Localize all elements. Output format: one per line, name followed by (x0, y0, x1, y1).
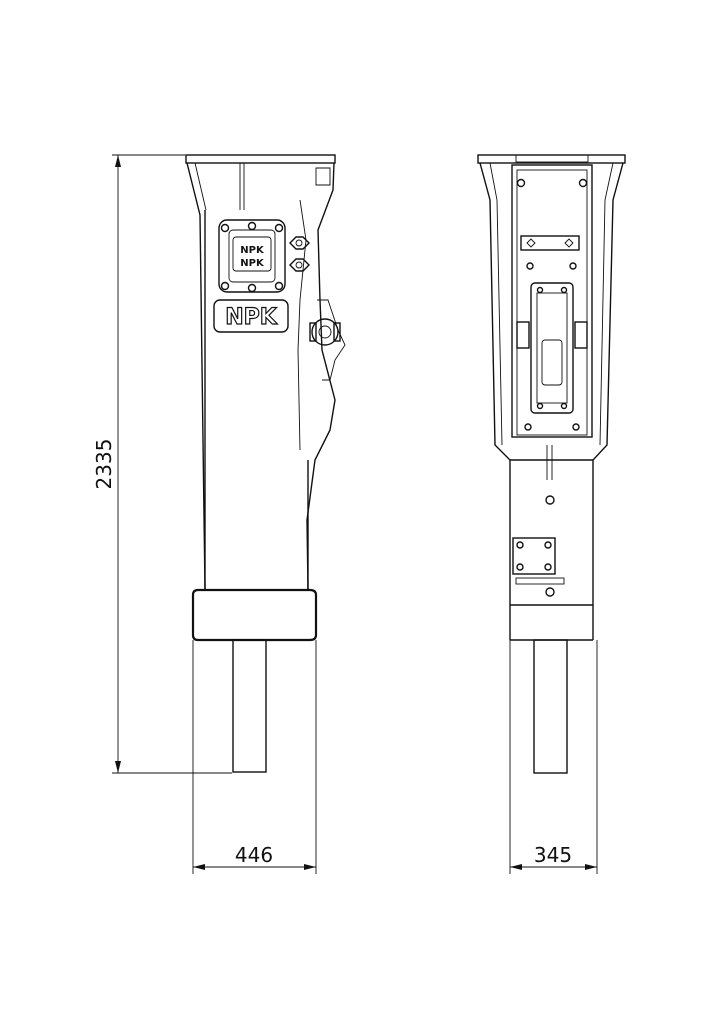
front-pin-icon (545, 587, 555, 597)
arrow-left-icon (193, 864, 205, 870)
bolt-icon (544, 541, 552, 549)
side-top-plate (185, 154, 336, 164)
side-port-lug (333, 322, 341, 342)
side-valve-plate-inner (228, 229, 276, 283)
badge-line2: NPK (240, 258, 265, 269)
bolt-icon (274, 281, 284, 291)
hex-fitting-icon (289, 236, 310, 250)
side-port-center (318, 325, 332, 339)
diamond-icon (564, 238, 574, 248)
front-valve-inner (536, 292, 568, 404)
height-dimension-label: 2335 (92, 439, 116, 490)
front-bracket-inner (489, 162, 614, 446)
bolt-icon (524, 423, 532, 431)
dimension-height: 2335 (92, 154, 232, 774)
bolt-icon (569, 262, 577, 270)
front-inner-frame-inset (516, 169, 588, 436)
front-valve-lug-left (516, 321, 530, 349)
bolt-icon (220, 223, 230, 233)
bolt-icon (220, 281, 230, 291)
front-inner-frame (511, 164, 593, 438)
front-valve-lug-right (574, 321, 588, 349)
bolt-icon (544, 563, 552, 571)
front-slot-plate (520, 235, 580, 251)
front-top-slot (515, 154, 589, 163)
side-inner-contour (297, 199, 307, 451)
bolt-icon (536, 402, 544, 410)
bolt-icon (247, 283, 257, 293)
bolt-icon (536, 286, 544, 294)
side-logo-plate (213, 299, 289, 333)
side-badge-frame (232, 236, 272, 272)
dimension-side-width: 446 (192, 640, 317, 874)
front-width-dimension-label: 345 (534, 843, 572, 867)
front-label-strip (515, 577, 565, 585)
arrow-left-icon (510, 864, 522, 870)
front-view (477, 154, 626, 774)
arrow-up-icon (115, 155, 121, 167)
bolt-icon (578, 178, 588, 188)
badge-line1: NPK (240, 245, 265, 256)
hex-fitting-icon (289, 258, 310, 272)
arrow-right-icon (304, 864, 316, 870)
side-chisel (232, 639, 267, 773)
front-bracket-outline (479, 162, 624, 640)
bolt-icon (247, 221, 257, 231)
diamond-icon (526, 238, 536, 248)
side-port-gear-icon (311, 318, 339, 346)
side-bracket-details (194, 162, 331, 211)
bolt-icon (560, 402, 568, 410)
front-valve-body (530, 282, 574, 414)
side-view: NPK NPK NPK (185, 154, 346, 773)
hex-fitting-center (295, 261, 303, 269)
bolt-icon (516, 541, 524, 549)
bolt-icon (572, 423, 580, 431)
arrow-down-icon (115, 761, 121, 773)
bolt-icon (516, 563, 524, 571)
bolt-icon (526, 262, 534, 270)
hex-fitting-center (295, 239, 303, 247)
side-valve-housing (317, 299, 346, 381)
front-chisel (533, 639, 568, 774)
front-pin-icon (545, 495, 555, 505)
front-side-plate (512, 537, 556, 575)
side-bracket-outline (186, 162, 336, 591)
dimension-front-width: 345 (509, 640, 598, 874)
side-width-dimension-label: 446 (235, 843, 273, 867)
side-front-head (191, 588, 318, 642)
side-port-lug (309, 322, 317, 342)
arrow-right-icon (585, 864, 597, 870)
front-valve-piston (541, 339, 563, 386)
bolt-icon (274, 223, 284, 233)
npk-logo: NPK (225, 305, 278, 330)
bolt-icon (560, 286, 568, 294)
bolt-icon (516, 178, 526, 188)
